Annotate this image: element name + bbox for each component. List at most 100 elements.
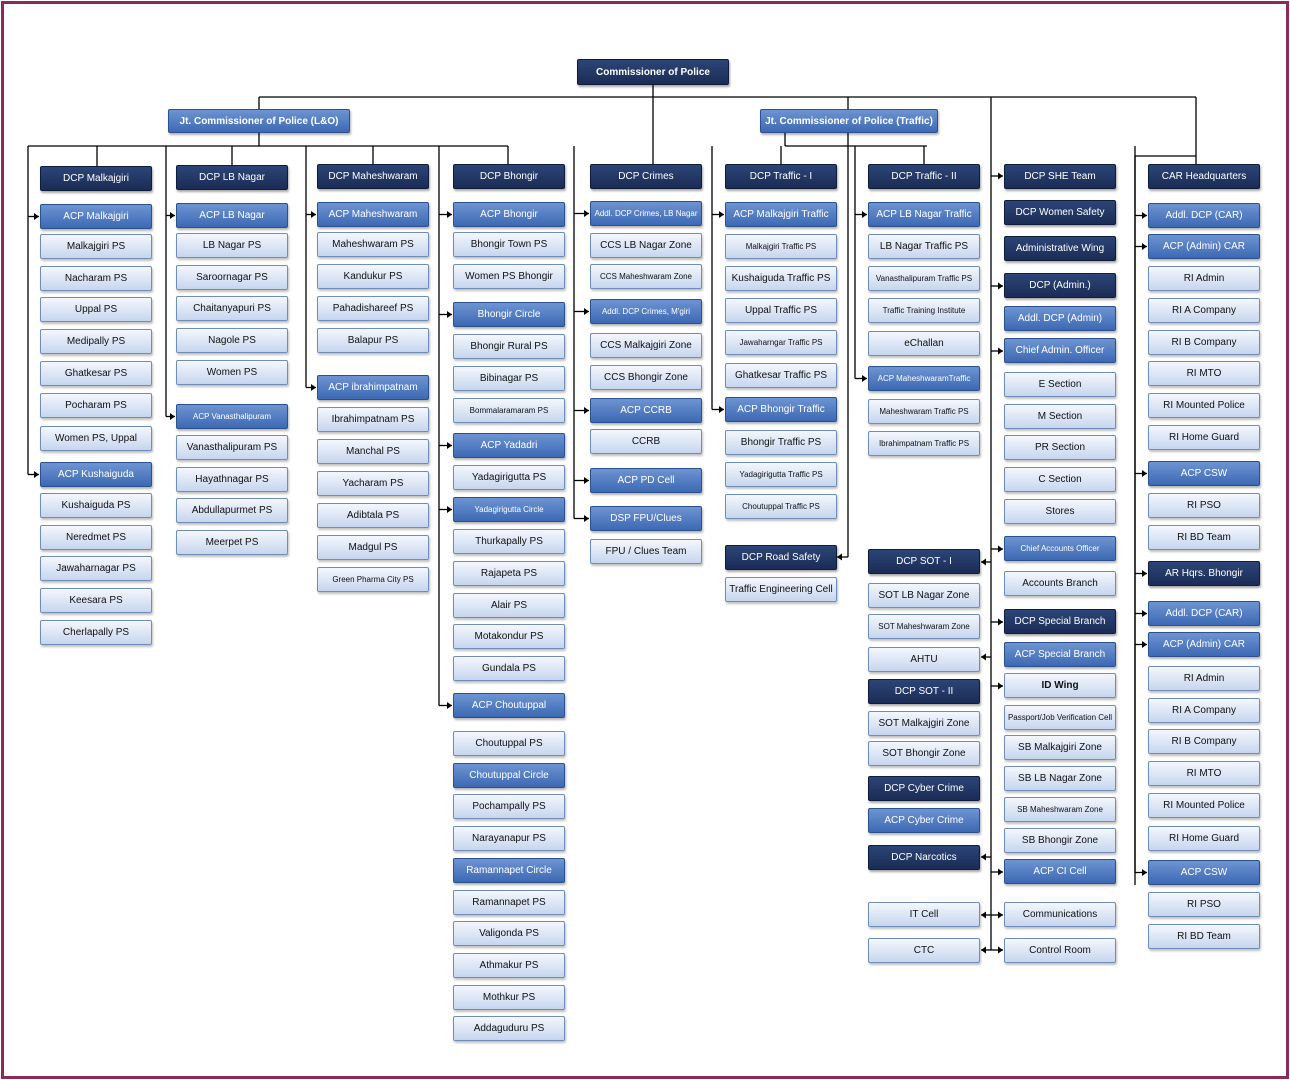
arrow-head: [34, 213, 39, 220]
jcp-traffic-box: Jt. Commissioner of Police (Traffic): [760, 109, 938, 133]
org-box-c1-nagole-ps: Nagole PS: [176, 328, 288, 353]
org-box-c0-malkajgiri-ps: Malkajgiri PS: [40, 234, 152, 259]
org-box-c8-ri-b-company: RI B Company: [1148, 729, 1260, 754]
org-box-c5-bhongir-traffic-ps: Bhongir Traffic PS: [725, 430, 837, 455]
org-box-c8-acp-admin-car: ACP (Admin) CAR: [1148, 234, 1260, 259]
org-box-c5-traffic-engineering-cell: Traffic Engineering Cell: [725, 577, 837, 602]
org-box-c3-narayanapur-ps: Narayanapur PS: [453, 826, 565, 851]
arrow-head: [998, 172, 1003, 180]
org-box-c6-it-cell: IT Cell: [868, 902, 980, 927]
org-box-c8-acp-csw: ACP CSW: [1148, 860, 1260, 885]
arrow-head: [981, 853, 986, 861]
org-box-c6-dcp-narcotics: DCP Narcotics: [868, 845, 980, 870]
org-box-c0-nacharam-ps: Nacharam PS: [40, 266, 152, 291]
org-box-c6-echallan: eChallan: [868, 331, 980, 356]
org-box-c5-kushaiguda-traffic-ps: Kushaiguda Traffic PS: [725, 266, 837, 291]
org-box-c6-sot-lb-nagar-zone: SOT LB Nagar Zone: [868, 583, 980, 608]
org-box-c0-pocharam-ps: Pocharam PS: [40, 393, 152, 418]
org-box-c6-acp-maheshwaramtraffic: ACP MaheshwaramTraffic: [868, 366, 980, 391]
org-box-c0-medipally-ps: Medipally PS: [40, 329, 152, 354]
org-box-c0-women-ps-uppal: Women PS, Uppal: [40, 426, 152, 451]
org-box-c8-ri-mto: RI MTO: [1148, 761, 1260, 786]
org-box-c6-ctc: CTC: [868, 938, 980, 963]
arrow-head: [998, 618, 1003, 626]
org-box-c2-kandukur-ps: Kandukur PS: [317, 264, 429, 289]
org-box-c7-sb-bhongir-zone: SB Bhongir Zone: [1004, 828, 1116, 853]
org-box-c5-choutuppal-traffic-ps: Choutuppal Traffic PS: [725, 494, 837, 519]
org-box-c3-yadagirigutta-ps: Yadagirigutta PS: [453, 465, 565, 490]
org-box-c1-meerpet-ps: Meerpet PS: [176, 530, 288, 555]
org-box-c3-pochampally-ps: Pochampally PS: [453, 794, 565, 819]
org-box-c0-acp-kushaiguda: ACP Kushaiguda: [40, 462, 152, 487]
arrow-head: [862, 375, 867, 382]
org-box-c5-jawaharngar-traffic-ps: Jawaharngar Traffic PS: [725, 330, 837, 355]
org-box-c0-keesara-ps: Keesara PS: [40, 588, 152, 613]
org-box-c1-abdullapurmet-ps: Abdullapurmet PS: [176, 498, 288, 523]
org-box-c6-sot-maheshwaram-zone: SOT Maheshwaram Zone: [868, 614, 980, 639]
org-box-c8-ri-bd-team: RI BD Team: [1148, 924, 1260, 949]
arrow-head: [447, 506, 452, 513]
org-box-c5-yadagirigutta-traffic-ps: Yadagirigutta Traffic PS: [725, 462, 837, 487]
org-box-c8-ri-mounted-police: RI Mounted Police: [1148, 793, 1260, 818]
org-box-c6-acp-cyber-crime: ACP Cyber Crime: [868, 808, 980, 833]
org-box-c6-dcp-cyber-crime: DCP Cyber Crime: [868, 776, 980, 801]
org-box-c3-bommalaramaram-ps: Bommalaramaram PS: [453, 398, 565, 423]
arrow-head: [1142, 212, 1147, 219]
org-box-c2-yacharam-ps: Yacharam PS: [317, 471, 429, 496]
arrow-head: [311, 211, 316, 218]
org-box-c2-acp-maheshwaram: ACP Maheshwaram: [317, 202, 429, 227]
org-box-c6-maheshwaram-traffic-ps: Maheshwaram Traffic PS: [868, 399, 980, 424]
org-box-c8-ri-a-company: RI A Company: [1148, 298, 1260, 323]
org-box-c5-uppal-traffic-ps: Uppal Traffic PS: [725, 298, 837, 323]
org-box-c1-women-ps: Women PS: [176, 360, 288, 385]
org-box-c7-passport-job-verification-cell: Passport/Job Verification Cell: [1004, 705, 1116, 730]
org-box-c3-mothkur-ps: Mothkur PS: [453, 985, 565, 1010]
org-box-c3-acp-bhongir: ACP Bhongir: [453, 202, 565, 227]
arrow-head: [981, 558, 986, 566]
org-box-c5-malkajgiri-traffic-ps: Malkajgiri Traffic PS: [725, 234, 837, 259]
org-box-c8-ri-mto: RI MTO: [1148, 361, 1260, 386]
org-box-c3-choutuppal-ps: Choutuppal PS: [453, 731, 565, 756]
org-box-c4-addl-dcp-crimes-lb-nagar: Addl. DCP Crimes, LB Nagar: [590, 201, 702, 226]
arrow-head: [584, 515, 589, 522]
org-box-c3-bibinagar-ps: Bibinagar PS: [453, 366, 565, 391]
org-box-c3-ramannapet-ps: Ramannapet PS: [453, 890, 565, 915]
org-box-c2-madgul-ps: Madgul PS: [317, 535, 429, 560]
org-box-c6-sot-malkajgiri-zone: SOT Malkajgiri Zone: [868, 711, 980, 736]
arrow-head: [719, 406, 724, 413]
org-box-c7-id-wing: ID Wing: [1004, 673, 1116, 698]
org-box-c4-ccrb: CCRB: [590, 429, 702, 454]
arrow-head: [998, 868, 1003, 876]
org-box-c8-ri-pso: RI PSO: [1148, 892, 1260, 917]
arrow-head: [447, 442, 452, 449]
org-box-c3-rajapeta-ps: Rajapeta PS: [453, 561, 565, 586]
org-box-c7-pr-section: PR Section: [1004, 435, 1116, 460]
org-box-c3-valigonda-ps: Valigonda PS: [453, 921, 565, 946]
org-box-c0-dcp-malkajgiri: DCP Malkajgiri: [40, 166, 152, 191]
arrow-head: [719, 211, 724, 218]
org-box-c8-car-headquarters: CAR Headquarters: [1148, 164, 1260, 189]
org-box-c0-neredmet-ps: Neredmet PS: [40, 525, 152, 550]
org-box-c8-addl-dcp-car: Addl. DCP (CAR): [1148, 601, 1260, 626]
org-box-c2-ibrahimpatnam-ps: Ibrahimpatnam PS: [317, 407, 429, 432]
org-box-c6-vanasthalipuram-traffic-ps: Vanasthalipuram Traffic PS: [868, 266, 980, 291]
org-box-c5-ghatkesar-traffic-ps: Ghatkesar Traffic PS: [725, 363, 837, 388]
org-box-c6-sot-bhongir-zone: SOT Bhongir Zone: [868, 741, 980, 766]
org-box-c4-ccs-malkajgiri-zone: CCS Malkajgiri Zone: [590, 333, 702, 358]
org-box-c0-jawaharnagar-ps: Jawaharnagar PS: [40, 556, 152, 581]
org-box-c8-ri-bd-team: RI BD Team: [1148, 525, 1260, 550]
arrow-head: [584, 308, 589, 315]
org-box-c3-gundala-ps: Gundala PS: [453, 656, 565, 681]
org-box-c8-ri-admin: RI Admin: [1148, 266, 1260, 291]
org-box-c0-uppal-ps: Uppal PS: [40, 297, 152, 322]
org-box-c8-ri-home-guard: RI Home Guard: [1148, 826, 1260, 851]
org-box-c4-addl-dcp-crimes-m-giri: Addl. DCP Crimes, M'giri: [590, 299, 702, 324]
org-box-c6-lb-nagar-traffic-ps: LB Nagar Traffic PS: [868, 234, 980, 259]
org-box-c3-addaguduru-ps: Addaguduru PS: [453, 1016, 565, 1041]
org-box-c7-dcp-special-branch: DCP Special Branch: [1004, 609, 1116, 634]
org-box-c8-ri-mounted-police: RI Mounted Police: [1148, 393, 1260, 418]
org-box-c7-acp-special-branch: ACP Special Branch: [1004, 642, 1116, 667]
org-box-c7-stores: Stores: [1004, 499, 1116, 524]
